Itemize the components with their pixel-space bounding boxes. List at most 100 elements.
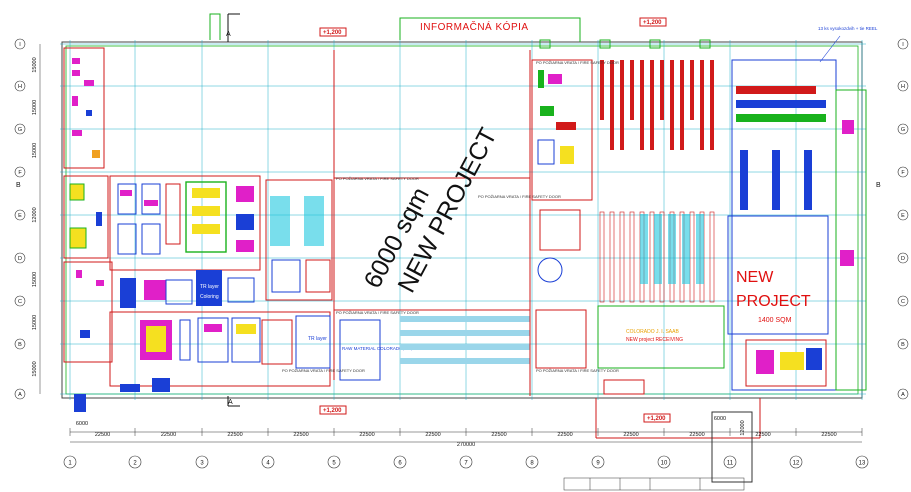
right-project-area: 1400 SQM [758, 317, 792, 324]
row-axis-bubble [897, 295, 909, 307]
row-spacing-label: 15000 [32, 57, 38, 72]
row-axis-bubble [897, 209, 909, 221]
row-axis-label: C [18, 299, 22, 305]
fire-door-label: PO POŽIARNA VRATA / FIRE SAFETY DOOR [478, 194, 561, 199]
tr-layer2-label: TR layer [308, 336, 327, 342]
row-axis-bubble [897, 252, 909, 264]
row-axis-label: I [19, 42, 21, 48]
rack [690, 60, 694, 120]
row-axis-label: E [901, 213, 905, 219]
row-axis-label: G [901, 127, 905, 133]
cyan-rack [696, 214, 704, 284]
total-width-label: 270000 [457, 442, 475, 448]
column-spacing-label: 22500 [491, 432, 506, 438]
column-axis-bubble [789, 455, 803, 469]
section-mark: A [228, 399, 233, 406]
information-copy-stamp: INFORMAČNÁ KÓPIA [420, 20, 529, 33]
column-axis-label: 8 [530, 461, 534, 467]
right-project-line1: NEW [736, 269, 774, 286]
row-spacing-label: 15000 [32, 100, 38, 115]
row-axis-bubble [14, 252, 26, 264]
rack [710, 60, 714, 150]
section-mark: A [226, 31, 231, 38]
row-axis-label: G [18, 127, 22, 133]
fire-door-label: PO POŽIARNA VRATA / FIRE SAFETY DOOR [336, 176, 419, 181]
fire-door-label: PO POŽIARNA VRATA / FIRE SAFETY DOOR [536, 368, 619, 373]
column-spacing-label: 22500 [161, 432, 176, 438]
right-vertical-dimension-label: 12000 [740, 420, 746, 435]
cyan-rack [654, 214, 662, 284]
row-axis-bubble [14, 209, 26, 221]
column-spacing-label: 22500 [95, 432, 110, 438]
row-axis-label: A [901, 392, 905, 398]
row-axis-bubble [14, 123, 26, 135]
storage-racks-bottom [400, 316, 530, 364]
column-spacing-label: 22500 [689, 432, 704, 438]
column-axis-bubble [657, 455, 671, 469]
column-spacing-label: 22500 [293, 432, 308, 438]
row-axis-label: D [901, 256, 905, 262]
column-axis-label: 6 [398, 461, 402, 467]
column-axis-label: 12 [793, 461, 800, 467]
receiving-zone: COLORADO J. I. SAAB NEW project RECEIVIN… [597, 305, 725, 395]
row-axis-bubble [14, 166, 26, 178]
elevation-marker: +1,200 [643, 20, 662, 26]
row-axis-label: E [18, 213, 22, 219]
raw-materials-label: RAW MATERIAL COLORADO, TR, FOAMING [342, 346, 435, 351]
column-axis-label: 3 [200, 461, 204, 467]
row-spacing-label: 15000 [32, 272, 38, 287]
rack [680, 60, 684, 150]
project-boundary [333, 50, 531, 396]
column-axis-bubble [855, 455, 869, 469]
cyan-rack [668, 214, 676, 284]
rack [649, 211, 655, 303]
column-axis-bubble [393, 455, 407, 469]
rack [619, 211, 625, 303]
row-spacing-label: 12000 [32, 207, 38, 222]
column-axis-bubble [261, 455, 275, 469]
row-spacing-label: 15000 [32, 361, 38, 376]
central-equipment [531, 59, 593, 369]
row-axis-bubble [897, 166, 909, 178]
cyan-rack [682, 214, 690, 284]
rack [660, 60, 664, 120]
column-axis-bubble [591, 455, 605, 469]
row-axis-label: F [901, 170, 905, 176]
rack [670, 60, 674, 150]
column-axis-label: 7 [464, 461, 468, 467]
row-spacing-label: 15000 [32, 315, 38, 330]
row-axis-label: B [901, 342, 905, 348]
row-axis-label: I [902, 42, 904, 48]
rack [599, 211, 605, 303]
title-block [563, 477, 745, 491]
row-axis-label: B [18, 342, 22, 348]
elevation-marker: +1,200 [647, 416, 666, 422]
column-spacing-label: 22500 [359, 432, 374, 438]
row-axis-label: H [18, 84, 22, 90]
column-axis-label: 9 [596, 461, 600, 467]
section-mark: B [876, 182, 881, 189]
top-right-note: 13 ks vysokozdvih + tie REEL [818, 26, 878, 31]
column-axis-label: 11 [727, 461, 734, 467]
column-spacing-label: 22500 [755, 432, 770, 438]
row-axis-label: A [18, 392, 22, 398]
big-project-annotation: 6000 sqm NEW PROJECT [359, 123, 503, 297]
column-axis-label: 13 [859, 461, 866, 467]
column-spacing-label: 22500 [557, 432, 572, 438]
rack [689, 211, 695, 303]
rack [700, 60, 704, 150]
column-axis-label: 5 [332, 461, 336, 467]
row-axis-label: C [901, 299, 905, 305]
right-building [727, 59, 867, 391]
column-axis-label: 10 [661, 461, 668, 467]
production-area-lower: TR layer RAW MATERIAL COLORADO, TR, FOAM… [109, 311, 435, 392]
rack [620, 60, 624, 150]
elevation-marker: +1,200 [323, 408, 342, 414]
row-axis-bubble [897, 38, 909, 50]
column-axis-bubble [525, 455, 539, 469]
left-zone [63, 47, 113, 412]
dimension-lines: 22500 22500 22500 22500 22500 22500 22500 22500… [32, 44, 863, 448]
warehouse-racks [599, 60, 715, 303]
